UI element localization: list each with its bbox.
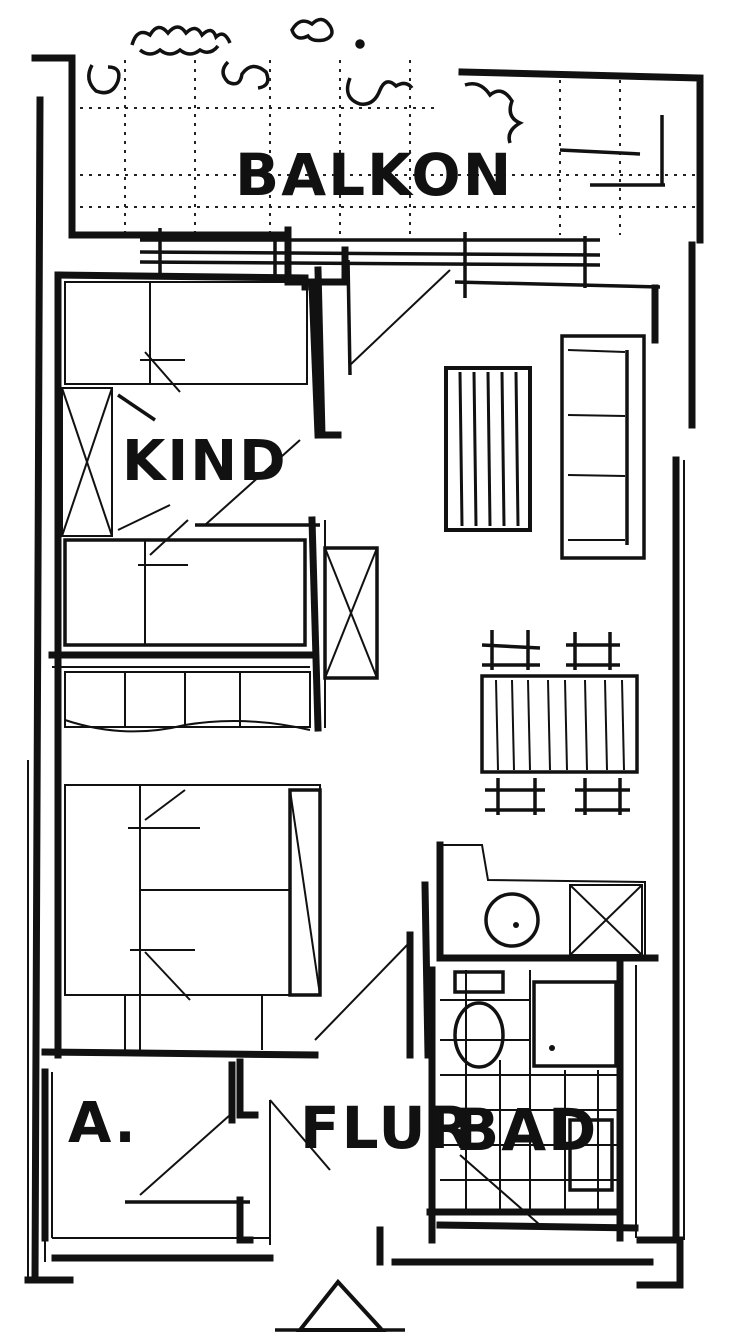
dining-table [480,630,639,815]
bedroom [41,671,322,1059]
outer-walls [24,96,696,1289]
shower [532,980,618,1068]
room-abstellraum: A. [41,1068,270,1242]
balcony-tile-grid [80,60,700,235]
room-bad: BAD [421,841,659,1244]
balcony: BALKON [31,17,704,244]
wardrobe [61,387,171,537]
room-label-bad: BAD [455,1096,598,1164]
room-flur: FLUR [228,931,474,1266]
entrance-triangle-icon [275,1278,405,1332]
plant-icons [87,17,524,144]
sofa [560,334,646,560]
room-label-balkon: BALKON [235,141,513,209]
room-kind: KIND [54,259,352,1059]
table-hatched [444,366,532,532]
room-label-kind: KIND [122,429,288,494]
room-label-flur: FLUR [300,1094,474,1162]
toilet [453,970,505,1069]
room-label-abstellraum: A. [68,1091,138,1156]
balcony-facade [139,226,661,344]
partition-wall [48,516,379,732]
living-area [349,269,646,815]
